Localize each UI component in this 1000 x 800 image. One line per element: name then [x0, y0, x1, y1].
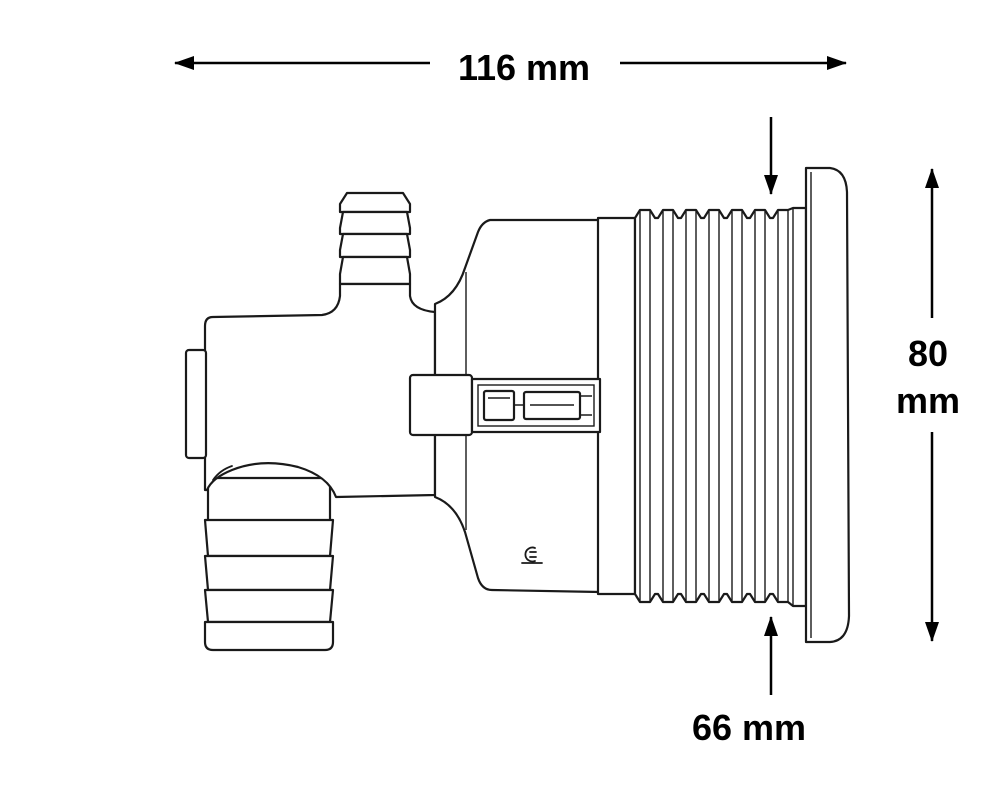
top-barb-spigot	[338, 191, 412, 286]
logo-mark	[521, 546, 543, 564]
thread-collar	[596, 216, 637, 596]
bottom-barb-ring	[203, 518, 335, 558]
side-plug	[408, 373, 474, 437]
bottom-barb-spigot	[203, 476, 335, 652]
bottom-barb-ring	[203, 554, 335, 592]
clip-latch	[482, 389, 516, 422]
top-barb-ring	[338, 232, 412, 259]
clip-details	[488, 395, 592, 416]
logo-mark-c	[524, 546, 536, 563]
thread-ridge-lines	[639, 208, 794, 606]
bottom-barb-tip	[203, 620, 335, 652]
clip-window-inner	[477, 384, 595, 427]
diameter-label-value: 80	[908, 333, 948, 374]
clip-window	[470, 377, 602, 434]
bottom-barb-ring	[203, 588, 335, 624]
top-barb-tip	[338, 191, 412, 214]
threaded-body	[633, 206, 808, 608]
flange	[804, 166, 851, 644]
thread-diameter-label: 66 mm	[692, 707, 806, 748]
top-barb-ring	[338, 210, 412, 236]
top-barb-ring	[338, 255, 412, 286]
logo-mark-lines	[521, 551, 543, 564]
end-cap	[184, 348, 208, 460]
length-label: 116 mm	[458, 47, 590, 88]
bottom-spigot-neck	[206, 476, 332, 524]
tee-body-seam	[212, 465, 233, 481]
diameter-label-unit: mm	[896, 380, 960, 421]
tee-body	[203, 282, 437, 499]
